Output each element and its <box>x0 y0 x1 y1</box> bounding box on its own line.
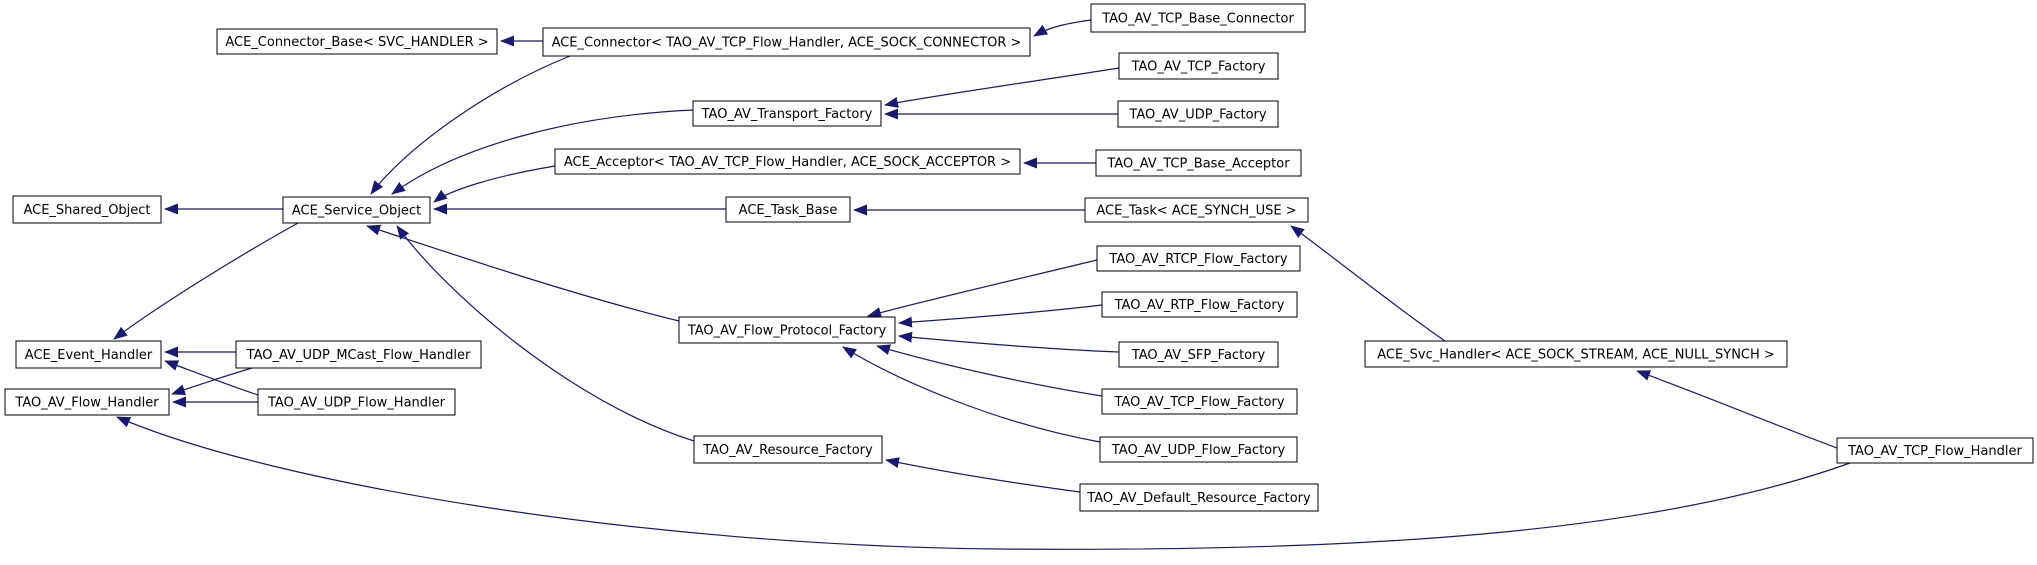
class-node-box <box>1090 3 1306 33</box>
class-node-tcpff[interactable]: TAO_AV_TCP_Flow_Factory <box>1101 388 1298 415</box>
class-node-box <box>12 195 162 224</box>
class-node-tcpfh[interactable]: TAO_AV_TCP_Flow_Handler <box>1836 437 2034 464</box>
class-node-label: TAO_AV_SFP_Factory <box>1131 348 1266 363</box>
class-node-box <box>1118 52 1279 80</box>
class-node-label: TAO_AV_RTP_Flow_Factory <box>1114 298 1285 313</box>
class-node-box <box>1836 437 2034 464</box>
class-node-svch[interactable]: ACE_Svc_Handler< ACE_SOCK_STREAM, ACE_NU… <box>1364 340 1788 368</box>
class-node-connector[interactable]: ACE_Connector< TAO_AV_TCP_Flow_Handler, … <box>542 27 1031 57</box>
class-node-box <box>725 196 851 223</box>
class-node-rtcp[interactable]: TAO_AV_RTCP_Flow_Factory <box>1096 245 1301 272</box>
inheritance-edge-tcpfactory-to-transport <box>884 67 1120 108</box>
class-node-box <box>542 27 1031 57</box>
class-node-label: TAO_AV_Resource_Factory <box>702 443 873 458</box>
class-node-label: ACE_Connector_Base< SVC_HANDLER > <box>225 35 488 50</box>
inheritance-edge-resf-to-service <box>396 225 695 442</box>
class-node-tcpbaseconn[interactable]: TAO_AV_TCP_Base_Connector <box>1090 3 1306 33</box>
class-node-box <box>693 435 883 464</box>
class-node-label: ACE_Task< ACE_SYNCH_USE > <box>1096 204 1296 219</box>
class-node-label: TAO_AV_TCP_Flow_Handler <box>1847 444 2022 459</box>
class-node-label: ACE_Task_Base <box>739 203 838 218</box>
class-node-box <box>1096 245 1301 272</box>
class-node-label: TAO_AV_RTCP_Flow_Factory <box>1108 252 1287 267</box>
class-node-fpf[interactable]: TAO_AV_Flow_Protocol_Factory <box>678 316 896 344</box>
class-node-box <box>1101 291 1298 318</box>
class-node-label: TAO_AV_Default_Resource_Factory <box>1086 491 1311 506</box>
class-node-label: ACE_Connector< TAO_AV_TCP_Flow_Handler, … <box>552 36 1022 51</box>
class-node-defresf[interactable]: TAO_AV_Default_Resource_Factory <box>1079 483 1319 512</box>
class-node-label: TAO_AV_TCP_Flow_Factory <box>1113 395 1284 410</box>
inheritance-edge-tcpff-to-fpf <box>876 344 1103 397</box>
inheritance-edge-rtcp-to-fpf <box>867 259 1098 318</box>
class-node-label: TAO_AV_TCP_Base_Acceptor <box>1106 157 1290 172</box>
class-node-label: TAO_AV_TCP_Base_Connector <box>1101 12 1294 27</box>
class-node-box <box>235 340 482 369</box>
class-node-event[interactable]: ACE_Event_Handler <box>15 340 162 369</box>
inheritance-edge-svch-to-task <box>1290 225 1446 342</box>
class-node-label: TAO_AV_UDP_MCast_Flow_Handler <box>246 348 471 363</box>
class-node-box <box>692 100 882 127</box>
class-node-label: TAO_AV_UDP_Flow_Factory <box>1111 443 1286 458</box>
class-node-resf[interactable]: TAO_AV_Resource_Factory <box>693 435 883 464</box>
inheritance-edge-defresf-to-resf <box>885 457 1081 493</box>
class-node-label: TAO_AV_TCP_Factory <box>1131 60 1266 75</box>
class-node-label: TAO_AV_Flow_Protocol_Factory <box>687 324 887 339</box>
class-node-acceptor[interactable]: ACE_Acceptor< TAO_AV_TCP_Flow_Handler, A… <box>554 148 1021 175</box>
class-node-box <box>678 316 896 344</box>
class-node-box <box>1095 149 1302 177</box>
class-node-box <box>1099 436 1298 463</box>
class-node-tcpfactory[interactable]: TAO_AV_TCP_Factory <box>1118 52 1279 80</box>
class-node-box <box>1117 100 1279 128</box>
class-node-tcpbaseacc[interactable]: TAO_AV_TCP_Base_Acceptor <box>1095 149 1302 177</box>
class-node-box <box>15 340 162 369</box>
class-node-rtp[interactable]: TAO_AV_RTP_Flow_Factory <box>1101 291 1298 318</box>
inheritance-edge-rtp-to-fpf <box>898 304 1103 328</box>
inheritance-edge-tcpfh-to-flowh <box>116 416 1851 550</box>
inheritance-edge-transport-to-service <box>391 109 694 195</box>
inheritance-edge-udpff-to-fpf <box>842 346 1101 443</box>
class-node-flowh[interactable]: TAO_AV_Flow_Handler <box>4 388 170 416</box>
inheritance-edge-connector-to-service <box>370 55 571 195</box>
class-node-box <box>1364 340 1788 368</box>
class-node-service[interactable]: ACE_Service_Object <box>282 196 431 224</box>
class-node-box <box>216 28 498 55</box>
inheritance-edge-mcast-to-flowh <box>171 367 253 395</box>
class-node-label: ACE_Acceptor< TAO_AV_TCP_Flow_Handler, A… <box>564 155 1011 170</box>
class-node-label: TAO_AV_Flow_Handler <box>14 396 159 411</box>
class-node-mcast[interactable]: TAO_AV_UDP_MCast_Flow_Handler <box>235 340 482 369</box>
class-node-task[interactable]: ACE_Task< ACE_SYNCH_USE > <box>1084 197 1309 223</box>
class-node-taskbase[interactable]: ACE_Task_Base <box>725 196 851 223</box>
class-node-label: ACE_Shared_Object <box>23 203 150 218</box>
inheritance-edge-tcpbaseconn-to-connector <box>1033 19 1092 37</box>
class-node-box <box>1118 341 1279 368</box>
class-node-label: TAO_AV_Transport_Factory <box>701 107 873 122</box>
class-node-label: ACE_Service_Object <box>292 204 421 219</box>
class-node-box <box>1084 197 1309 223</box>
inheritance-edge-sfp-to-fpf <box>898 331 1120 353</box>
class-node-udpfactory[interactable]: TAO_AV_UDP_Factory <box>1117 100 1279 128</box>
class-node-transport[interactable]: TAO_AV_Transport_Factory <box>692 100 882 127</box>
class-node-box <box>1079 483 1319 512</box>
inheritance-edge-tcpfh-to-svch <box>1636 370 1838 449</box>
inheritance-edge-fpf-to-service <box>366 224 680 322</box>
class-node-sfp[interactable]: TAO_AV_SFP_Factory <box>1118 341 1279 368</box>
class-node-box <box>1101 388 1298 415</box>
class-node-box <box>554 148 1021 175</box>
class-node-udpff[interactable]: TAO_AV_UDP_Flow_Factory <box>1099 436 1298 463</box>
class-node-label: ACE_Event_Handler <box>25 348 153 363</box>
class-node-connbase[interactable]: ACE_Connector_Base< SVC_HANDLER > <box>216 28 498 55</box>
inheritance-edge-acceptor-to-service <box>433 165 556 203</box>
class-node-box <box>4 388 170 416</box>
class-node-label: TAO_AV_UDP_Factory <box>1128 108 1266 123</box>
class-node-label: ACE_Svc_Handler< ACE_SOCK_STREAM, ACE_NU… <box>1377 348 1775 363</box>
class-node-box <box>282 196 431 224</box>
class-node-shared[interactable]: ACE_Shared_Object <box>12 195 162 224</box>
class-node-box <box>257 388 456 416</box>
class-node-udpfh[interactable]: TAO_AV_UDP_Flow_Handler <box>257 388 456 416</box>
class-node-label: TAO_AV_UDP_Flow_Handler <box>267 396 446 411</box>
inheritance-edge-service-to-event <box>113 222 299 340</box>
inheritance-edge-udpfh-to-event <box>164 360 259 396</box>
